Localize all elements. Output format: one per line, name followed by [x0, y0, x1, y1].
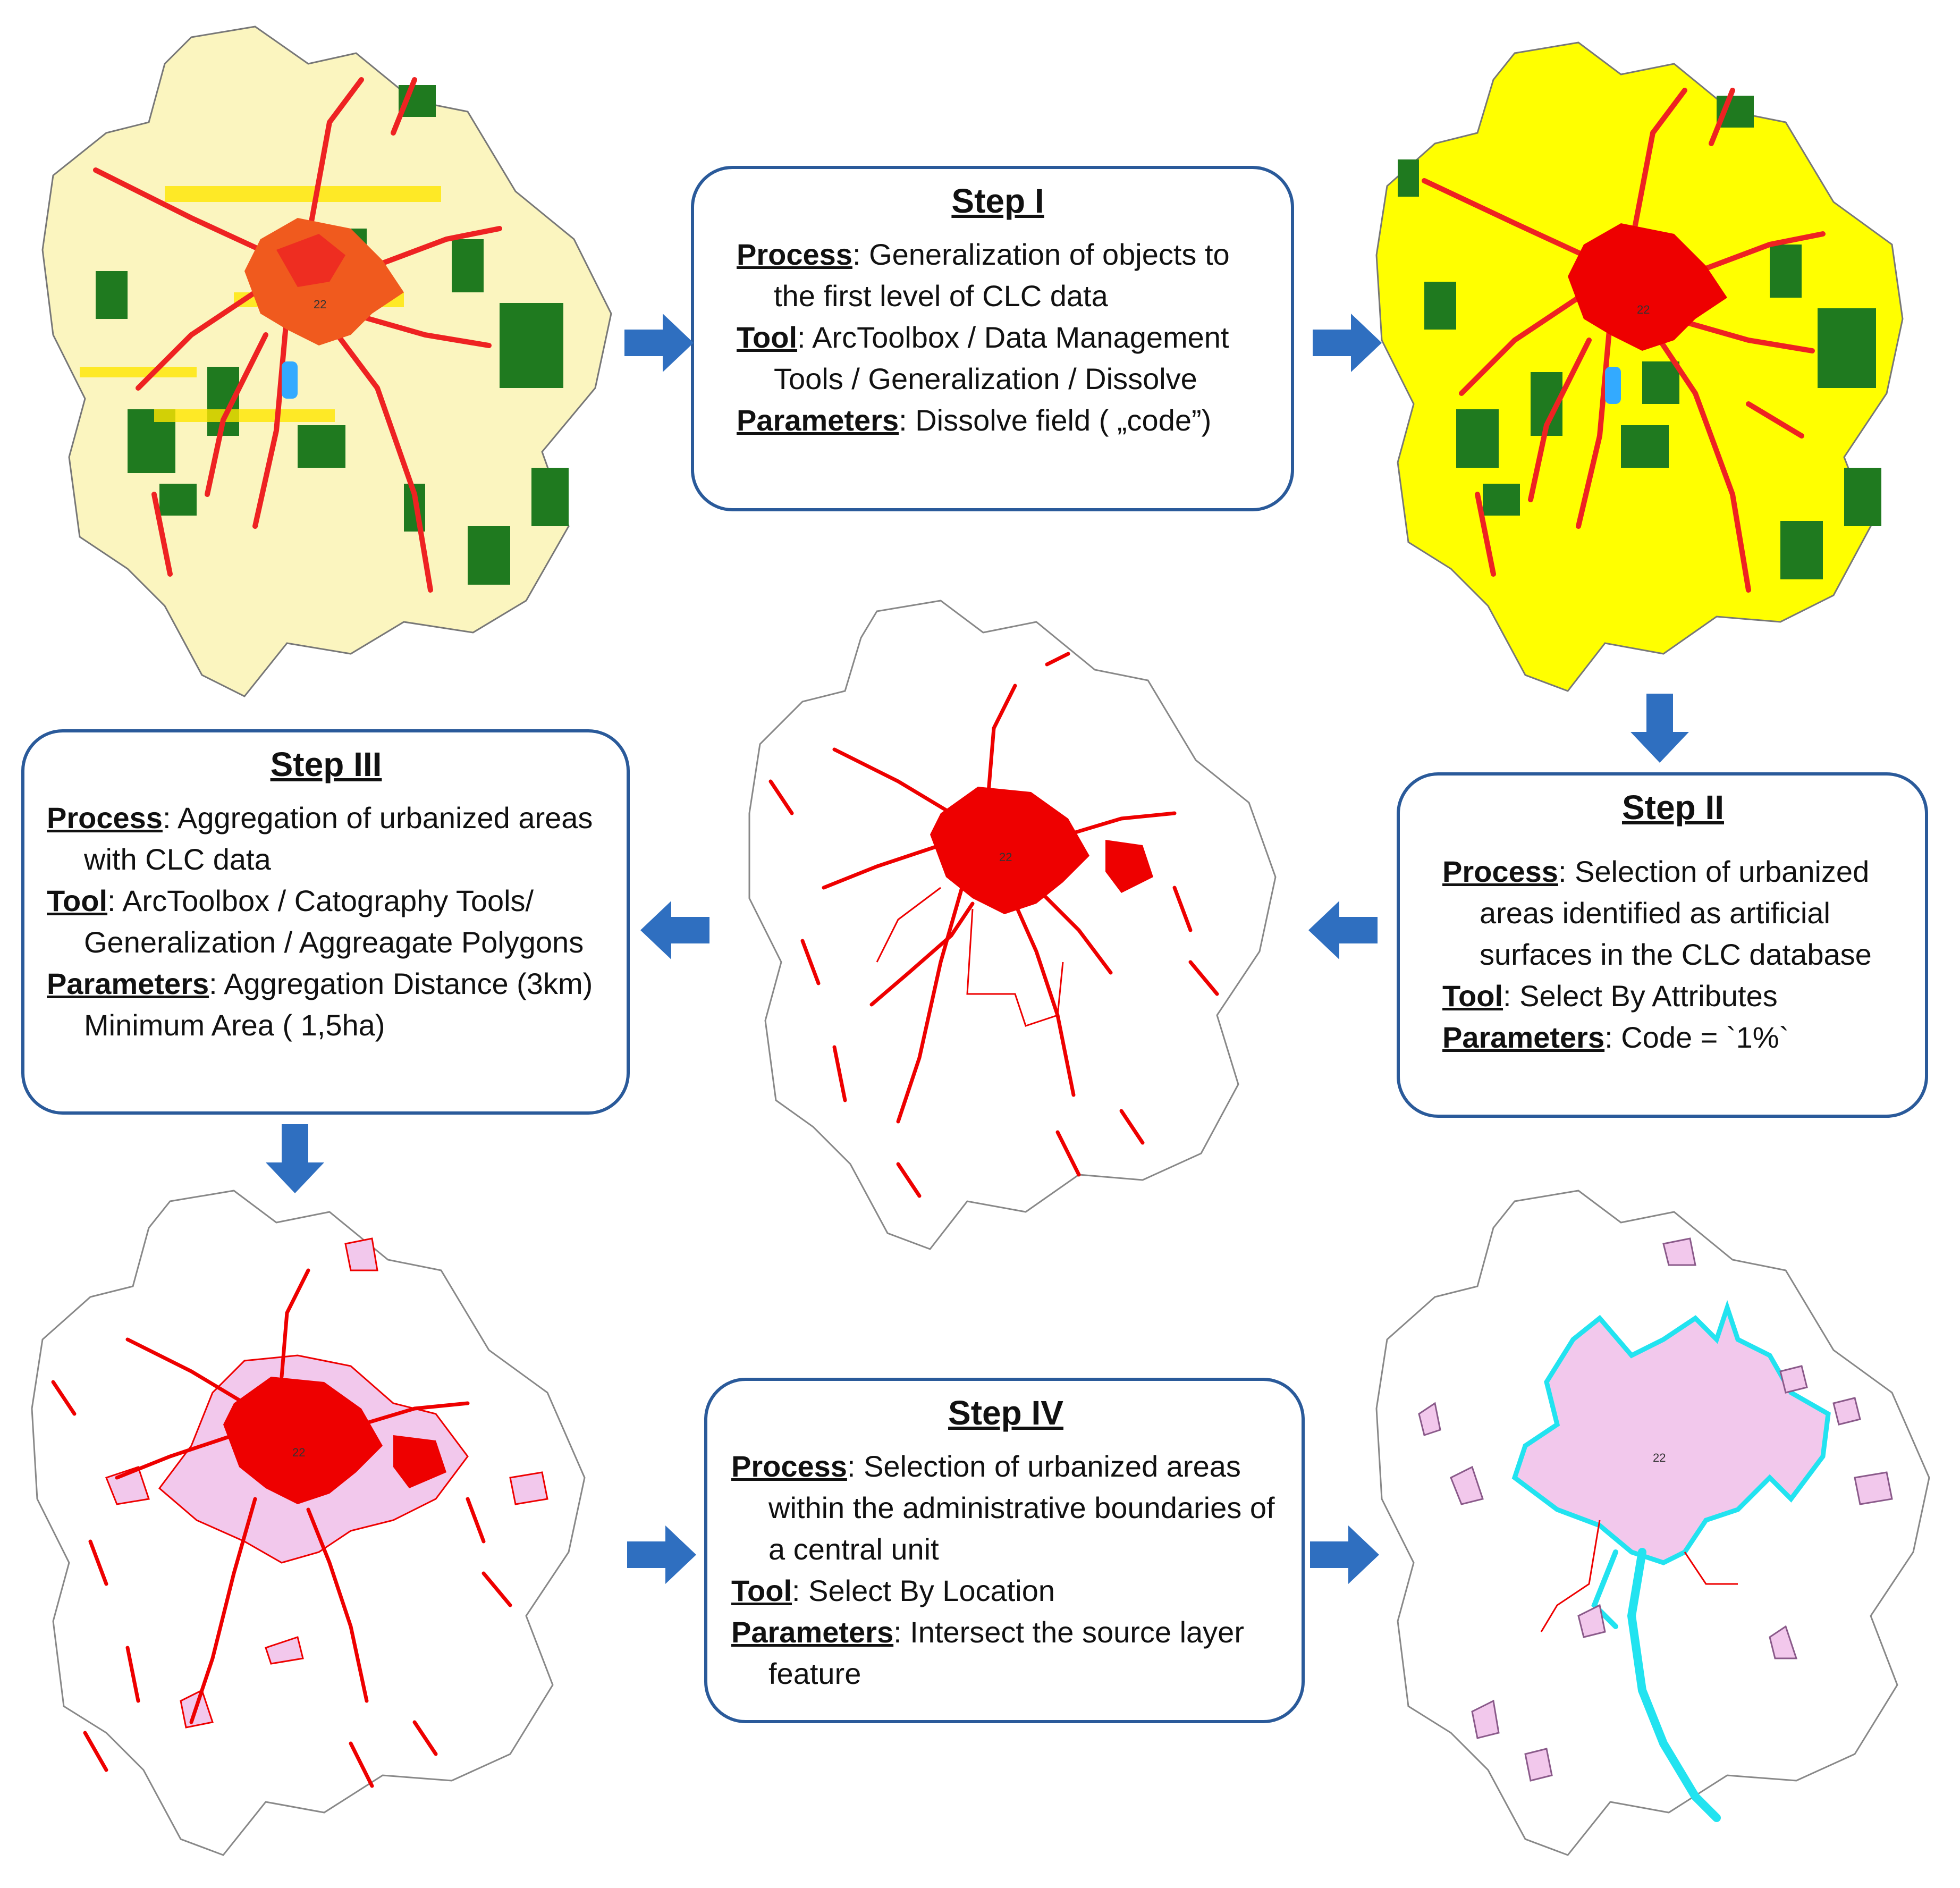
process-label: Process — [737, 238, 852, 271]
process-text: Selection of urbanized areas within the … — [768, 1449, 1275, 1566]
step-3-process: Process: Aggregation of urbanized areas … — [47, 801, 593, 876]
process-text: Selection of urbanized areas identified … — [1480, 855, 1872, 971]
arrow-right-icon — [624, 314, 694, 372]
tool-label: Tool — [1442, 979, 1503, 1013]
step-4-box: Step IV Process: Selection of urbanized … — [704, 1378, 1305, 1723]
parameters-label: Parameters — [737, 403, 899, 437]
arrow-down-icon — [266, 1124, 324, 1193]
step-4-tool: Tool: Select By Location — [731, 1574, 1055, 1607]
parameters-text: Aggregation Distance (3km) Minimum Area … — [84, 967, 593, 1042]
map-generalized-clc: 22 — [1366, 32, 1913, 702]
step-1-parameters: Parameters: Dissolve field ( „code”) — [737, 403, 1212, 437]
step-4-process: Process: Selection of urbanized areas wi… — [731, 1449, 1275, 1566]
step-1-box: Step I Process: Generalization of object… — [691, 166, 1294, 511]
tool-text: Select By Location — [808, 1574, 1055, 1607]
parameters-text: Dissolve field ( „code”) — [915, 403, 1212, 437]
parameters-text: Code = `1%` — [1621, 1021, 1789, 1054]
arrow-right-icon — [1310, 1525, 1379, 1584]
step-2-title: Step II — [1621, 788, 1725, 827]
step-2-process: Process: Selection of urbanized areas id… — [1442, 855, 1872, 971]
tool-text: ArcToolbox / Catography Tools/ Generaliz… — [84, 884, 584, 959]
arrow-down-icon — [1630, 694, 1689, 763]
map-label-22: 22 — [314, 298, 326, 311]
tool-text: ArcToolbox / Data Management Tools / Gen… — [774, 321, 1229, 395]
tool-label: Tool — [47, 884, 108, 917]
parameters-label: Parameters — [47, 967, 209, 1000]
map-label-22: 22 — [999, 850, 1012, 864]
parameters-label: Parameters — [1442, 1021, 1605, 1054]
step-3-parameters: Parameters: Aggregation Distance (3km) M… — [47, 967, 593, 1042]
process-label: Process — [47, 801, 163, 835]
step-1-title: Step I — [951, 182, 1044, 220]
step-3-tool: Tool: ArcToolbox / Catography Tools/ Gen… — [47, 884, 584, 959]
step-4-parameters: Parameters: Intersect the source layer f… — [731, 1615, 1244, 1690]
step-3-box: Step III Process: Aggregation of urbaniz… — [21, 729, 630, 1115]
step-2-box: Step II Process: Selection of urbanized … — [1397, 772, 1928, 1118]
map-label-22: 22 — [292, 1446, 305, 1459]
map-aggregated: 22 — [21, 1180, 611, 1866]
parameters-text: Intersect the source layer feature — [768, 1615, 1244, 1690]
process-label: Process — [731, 1449, 847, 1483]
arrow-right-icon — [627, 1525, 696, 1584]
step-1-process: Process: Generalization of objects to th… — [737, 238, 1230, 313]
process-text: Generalization of objects to the first l… — [774, 238, 1230, 313]
step-4-title: Step IV — [948, 1394, 1063, 1432]
step-2-tool: Tool: Select By Attributes — [1442, 979, 1778, 1013]
step-2-parameters: Parameters: Code = `1%` — [1442, 1021, 1789, 1054]
tool-label: Tool — [737, 321, 798, 354]
tool-label: Tool — [731, 1574, 792, 1607]
arrow-right-icon — [1313, 314, 1382, 372]
map-label-22: 22 — [1637, 303, 1650, 316]
arrow-left-icon — [1308, 901, 1378, 959]
step-1-tool: Tool: ArcToolbox / Data Management Tools… — [737, 321, 1229, 395]
tool-text: Select By Attributes — [1519, 979, 1778, 1013]
process-label: Process — [1442, 855, 1558, 888]
parameters-label: Parameters — [731, 1615, 894, 1649]
map-label-22: 22 — [1653, 1451, 1666, 1464]
arrow-left-icon — [640, 901, 709, 959]
map-selected-by-location: 22 — [1366, 1180, 1950, 1866]
map-selected-urban: 22 — [739, 590, 1297, 1260]
process-text: Aggregation of urbanized areas with CLC … — [84, 801, 593, 876]
map-original-clc: 22 — [32, 16, 616, 707]
step-3-title: Step III — [270, 745, 382, 783]
